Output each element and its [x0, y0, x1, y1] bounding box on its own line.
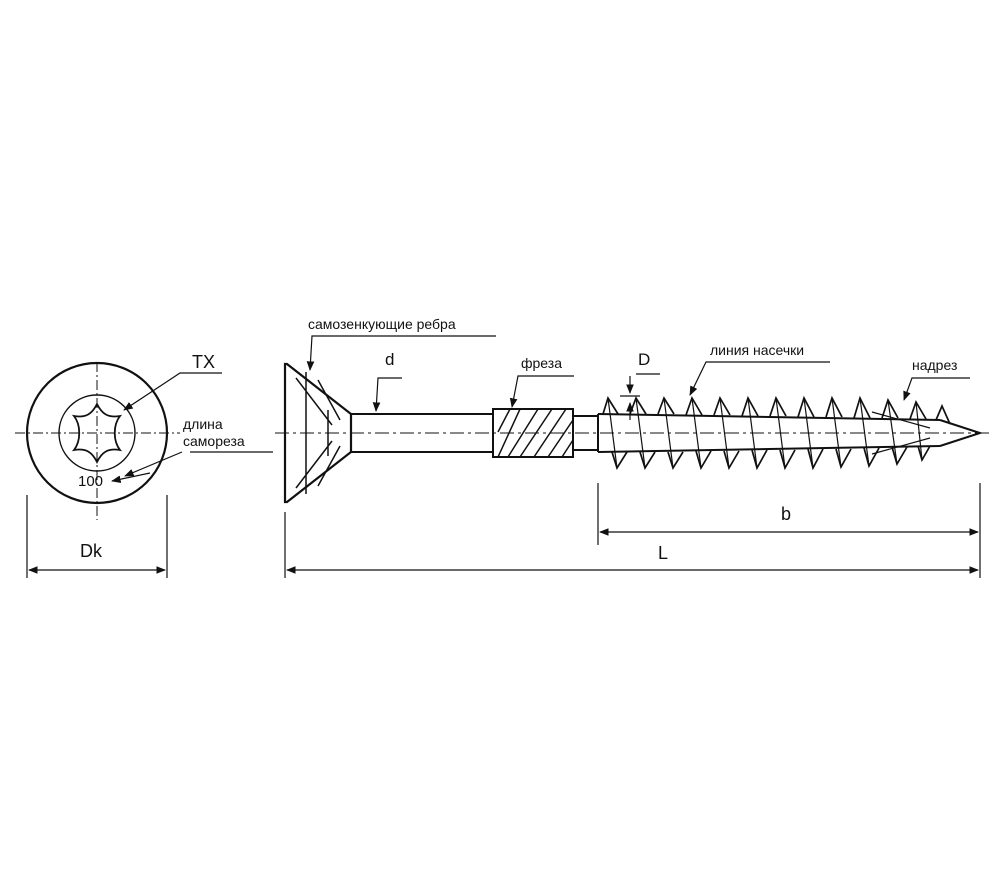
cutter-label: фреза	[521, 355, 562, 371]
head-mark-leader	[111, 472, 151, 483]
thread-core-bottom	[597, 445, 941, 453]
thread-core-top	[597, 413, 941, 421]
screw-tip	[939, 419, 984, 447]
notch-leader	[903, 377, 970, 401]
head-ribs	[295, 372, 341, 494]
cutter-section	[492, 408, 574, 458]
D-label: D	[638, 350, 650, 369]
ribs-leader	[306, 335, 496, 371]
head-mark-label: 100	[78, 473, 103, 490]
thread-flank-lines	[607, 397, 923, 469]
L-label: L	[658, 543, 668, 563]
cutter-flutes	[497, 408, 574, 458]
length-label-line1: длина	[183, 416, 223, 432]
dk-label: Dk	[80, 541, 103, 561]
tx-leader	[123, 372, 222, 411]
notch-line-label: линия насечки	[710, 342, 804, 358]
notch-line-leader	[689, 361, 830, 396]
L-dimension: L	[284, 512, 979, 578]
screw-side-view	[275, 362, 990, 504]
length-label-line2: самореза	[183, 433, 245, 449]
cutter-leader	[509, 375, 574, 408]
tx-label: TX	[192, 352, 215, 372]
head-top-view: 100 TX	[15, 352, 222, 520]
b-dimension: b	[597, 483, 981, 578]
dk-dimension: Dk	[26, 495, 168, 578]
d-leader	[372, 377, 402, 412]
notch-label: надрез	[912, 357, 957, 373]
length-leader	[124, 451, 183, 477]
ribs-label: самозенкующие ребра	[308, 316, 456, 332]
b-label: b	[781, 504, 791, 524]
d-label: d	[385, 350, 394, 369]
notch-cut	[871, 411, 931, 455]
